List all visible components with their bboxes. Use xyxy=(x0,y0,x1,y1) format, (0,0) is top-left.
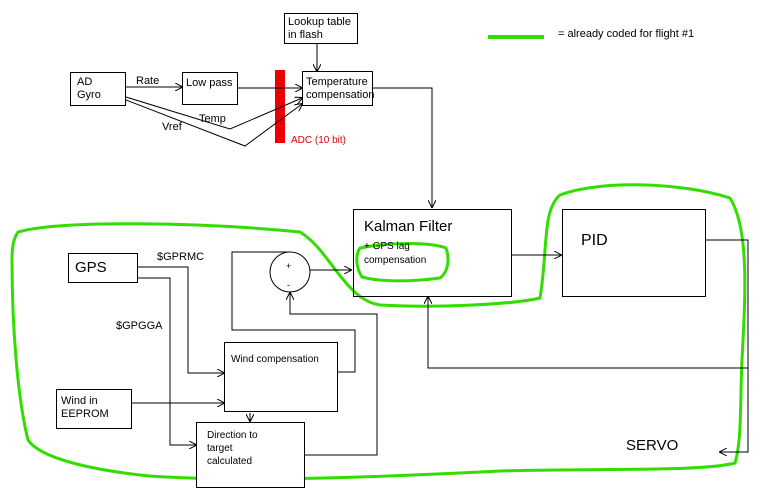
highlight-outline-gps-lag xyxy=(355,242,450,283)
temp-comp-box: Temperature compensation xyxy=(302,71,375,106)
lookup-table-box: Lookup table in flash xyxy=(284,13,358,44)
gps-box: GPS xyxy=(68,253,138,283)
wind-comp-box: Wind compensation xyxy=(224,342,338,412)
kalman-filter-label: Kalman Filter xyxy=(364,218,453,235)
minus-sign: - xyxy=(287,280,290,290)
adc-label: ADC (10 bit) xyxy=(291,135,347,146)
arrow-pid-to-servo xyxy=(706,239,749,452)
low-pass-box: Low pass xyxy=(182,72,238,105)
highlight-outline-main xyxy=(10,183,747,481)
pid-box: PID xyxy=(562,209,706,297)
temp-comp-label: Temperature compensation xyxy=(306,76,375,101)
legend-text: = already coded for flight #1 xyxy=(558,28,695,40)
rate-label: Rate xyxy=(136,75,160,87)
vref-label: Vref xyxy=(162,121,182,133)
arrow-servo-feedback xyxy=(428,297,748,369)
direction-box: Direction to target calculated xyxy=(196,422,305,488)
arrow-gpgga xyxy=(138,277,196,445)
low-pass-label: Low pass xyxy=(186,77,233,89)
arrow-vref xyxy=(125,99,302,147)
wind-comp-label: Wind compensation xyxy=(231,354,319,365)
wind-eeprom-box: Wind in EEPROM xyxy=(56,389,132,429)
arrow-gprmc xyxy=(138,266,224,373)
pid-label: PID xyxy=(581,232,608,249)
gps-label: GPS xyxy=(75,259,107,276)
wind-eeprom-label: Wind in EEPROM xyxy=(61,395,109,420)
lookup-table-label: Lookup table in flash xyxy=(288,16,351,41)
arrow-temp-to-kalman xyxy=(373,87,432,207)
ad-gyro-label: AD Gyro xyxy=(77,76,101,101)
gps-lag-label: + GPS lag compensation xyxy=(364,241,427,266)
line-sum-top xyxy=(231,251,356,373)
gpgga-label: $GPGGA xyxy=(116,320,163,332)
ad-gyro-box: AD Gyro xyxy=(70,72,126,106)
kalman-filter-box: Kalman Filter + GPS lag compensation xyxy=(353,209,512,297)
arrow-direction-to-sum xyxy=(290,293,378,456)
direction-label: Direction to target calculated xyxy=(207,430,258,467)
servo-label: SERVO xyxy=(626,437,679,454)
plus-sign: + xyxy=(286,261,292,271)
temp-label: Temp xyxy=(199,113,226,125)
adc-bar xyxy=(275,70,285,143)
gprmc-label: $GPRMC xyxy=(157,251,205,263)
arrow-temp xyxy=(125,96,302,130)
